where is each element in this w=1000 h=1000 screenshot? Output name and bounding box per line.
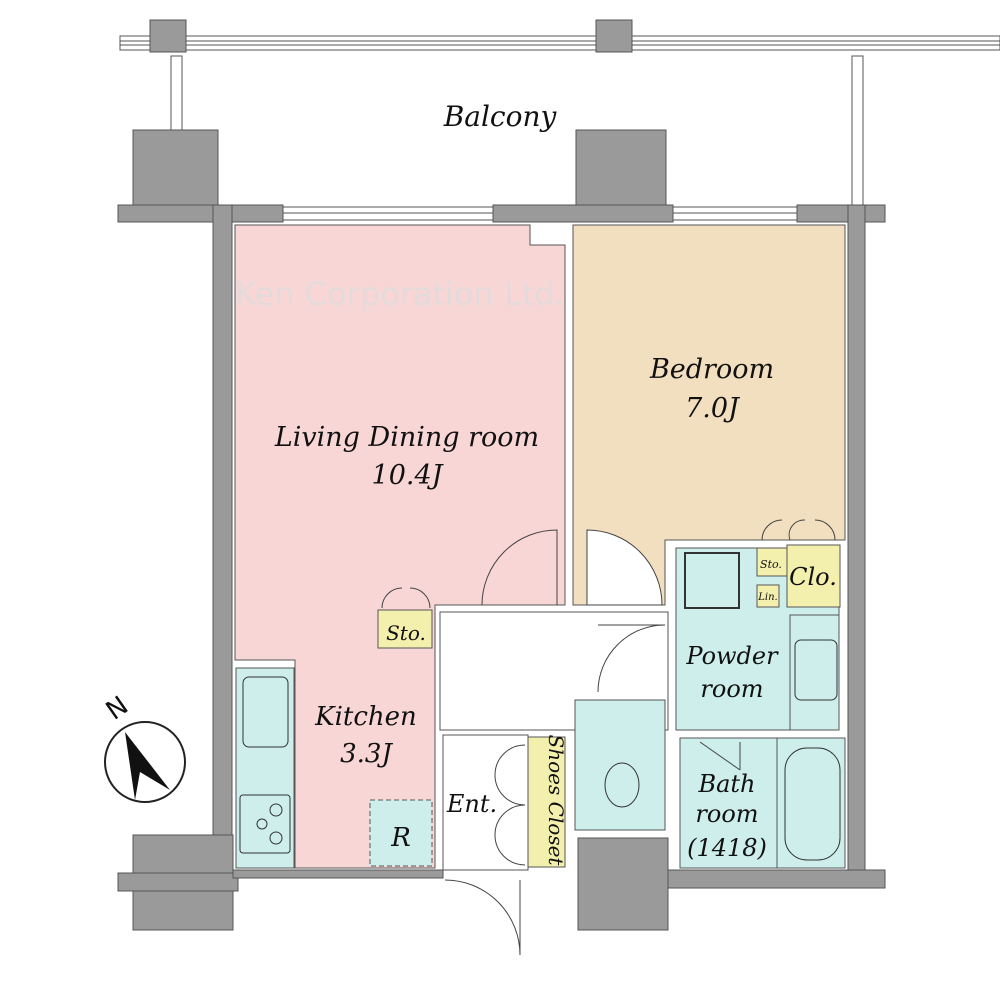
closet-label: Clo. [789, 563, 837, 591]
storage-bedroom-label: Sto. [760, 558, 782, 571]
toilet-room [574, 699, 666, 831]
bathroom-size: (1418) [687, 834, 767, 862]
balcony-label: Balcony [443, 100, 558, 133]
living-room-label: Living Dining room [274, 422, 539, 453]
north-compass-icon: N [101, 691, 186, 803]
powder-room-label: Powder [685, 642, 779, 670]
bedroom-label: Bedroom [649, 354, 774, 385]
walls [117, 129, 886, 931]
bathroom-label-2: room [695, 800, 758, 828]
watermark: Ken Corporation Ltd. [235, 275, 565, 313]
toilet-icon [604, 762, 640, 808]
storage-living [377, 609, 433, 649]
powder-room-label-2: room [700, 675, 763, 703]
bathtub-icon [784, 747, 841, 861]
refrigerator-label: R [390, 823, 411, 853]
closet [786, 544, 841, 608]
shoes-closet-label: Shoes Closet [544, 735, 568, 867]
vanity [789, 614, 840, 731]
doors [381, 519, 836, 956]
living-room-size: 10.4J [372, 460, 445, 491]
storage-bedroom [756, 547, 788, 577]
washing-machine-icon [684, 552, 740, 609]
linen-label: Lin. [757, 592, 777, 603]
stove-icon [239, 794, 291, 854]
bedroom-size: 7.0J [685, 393, 741, 424]
windows [282, 206, 798, 221]
bathroom [679, 737, 846, 869]
balcony-railing [119, 19, 1000, 207]
north-label: N [101, 691, 134, 727]
refrigerator-space [369, 799, 433, 867]
shoes-closet [527, 736, 566, 868]
sink-icon [242, 676, 289, 748]
kitchen-label: Kitchen [314, 702, 417, 732]
entrance-label: Ent. [446, 790, 497, 818]
bathroom-label: Bath [697, 770, 755, 798]
hallway [439, 611, 669, 731]
kitchen-size: 3.3J [340, 739, 393, 769]
living-dining-room [234, 224, 566, 869]
linen-storage [756, 584, 780, 608]
bedroom [572, 224, 846, 606]
storage-living-label: Sto. [386, 621, 426, 645]
